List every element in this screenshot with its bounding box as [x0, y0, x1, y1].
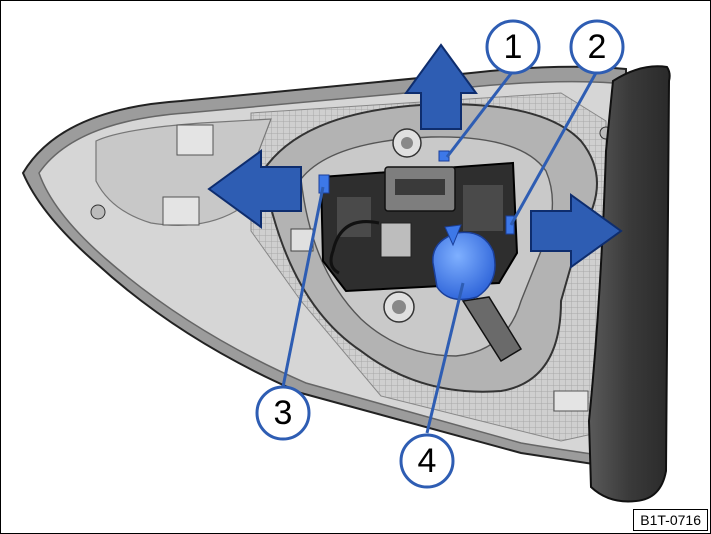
socket-lower-core	[392, 300, 406, 314]
callout-1-label: 1	[504, 28, 523, 66]
housing-tab-upper	[176, 124, 214, 156]
callout-leaders	[281, 70, 599, 434]
bulb-holder-cap-grip	[444, 224, 462, 247]
housing-tab-lower	[162, 196, 200, 226]
connector-block-right	[463, 185, 503, 231]
removal-arrows	[207, 43, 623, 269]
callout-1-ring	[485, 19, 541, 75]
housing-screw-left	[90, 204, 106, 220]
callout-4: 4	[399, 433, 455, 489]
bulb-holder-stem	[461, 296, 523, 363]
leader-line-4	[425, 282, 465, 434]
arrow-up-icon	[404, 43, 478, 130]
arrow-left-icon	[207, 149, 302, 229]
callout-2-ring	[569, 19, 625, 75]
connector-clip	[380, 222, 412, 258]
socket-upper-core	[401, 137, 413, 149]
leader-line-1	[445, 70, 515, 158]
figure-code-label: B1T-0716	[633, 509, 708, 531]
retaining-clip-2	[505, 215, 515, 235]
callout-2: 2	[569, 19, 625, 75]
callout-3-label: 3	[274, 394, 293, 432]
connector-wire	[329, 220, 380, 275]
bulb-holder-cap-body	[432, 231, 496, 301]
bulb-holder-cap	[432, 224, 496, 301]
housing-tab-bottom	[553, 390, 589, 412]
callout-1: 1	[485, 19, 541, 75]
connector-pins	[395, 179, 445, 195]
leader-line-2	[509, 70, 599, 226]
arrow-right-icon	[530, 193, 623, 269]
retaining-clip-3	[318, 174, 330, 194]
callout-4-ring	[399, 433, 455, 489]
tail-light-lens	[587, 65, 671, 503]
leader-line-3	[281, 186, 325, 388]
callout-3-ring	[255, 385, 311, 441]
callout-3: 3	[255, 385, 311, 441]
callout-4-label: 4	[418, 442, 437, 480]
callout-2-label: 2	[588, 28, 607, 66]
